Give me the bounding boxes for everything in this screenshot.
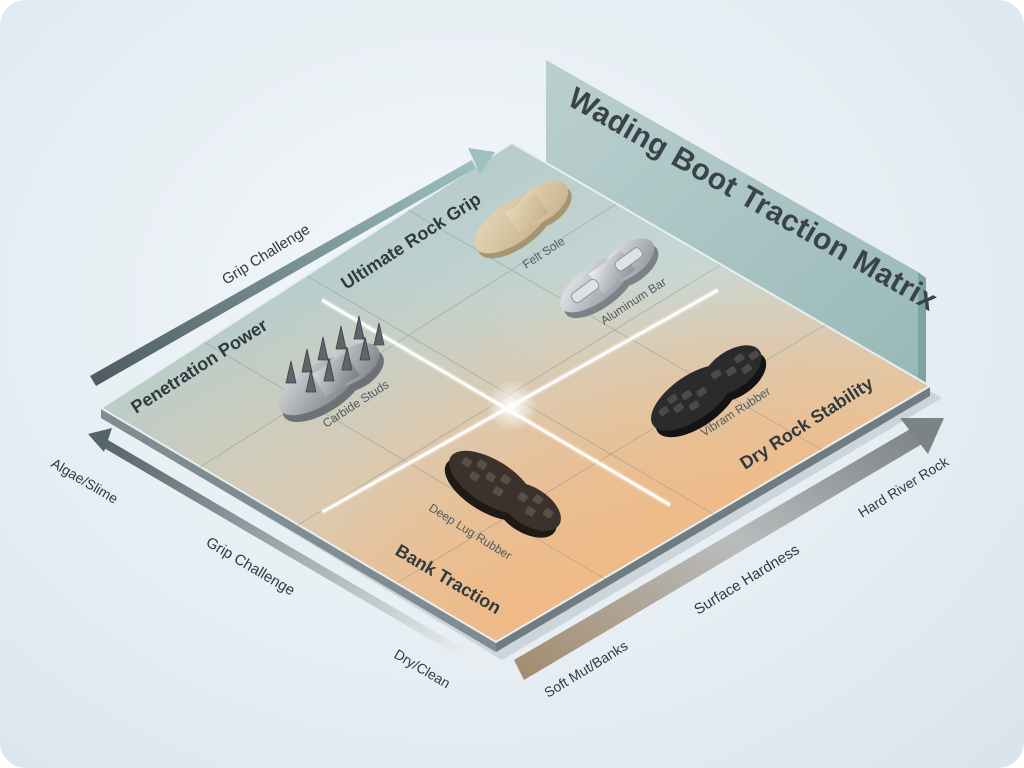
left-axis-start: Algae/Slime xyxy=(48,455,121,507)
left-axis-end: Dry/Clean xyxy=(391,646,453,691)
felt-sole xyxy=(474,180,572,259)
plate-edge-left xyxy=(101,408,496,652)
vibram-rubber-sole xyxy=(651,345,767,438)
title-backboard xyxy=(546,60,926,394)
deep-lug-rubber-sole xyxy=(444,450,561,538)
bottom-axis-arrow xyxy=(514,418,944,680)
plate-edge-right xyxy=(496,386,930,652)
top-axis-arrow xyxy=(90,148,495,386)
aluminum-bar-sole xyxy=(560,238,659,319)
carbide-studs-sole xyxy=(278,315,385,423)
matrix-grid xyxy=(199,203,826,584)
left-axis-arrow xyxy=(88,428,490,666)
